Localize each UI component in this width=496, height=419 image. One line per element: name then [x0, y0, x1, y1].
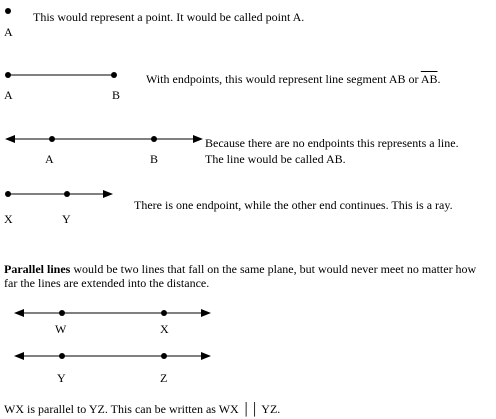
point-a-dot [5, 8, 11, 14]
ray-endpoint-x [5, 191, 11, 197]
segment-description: With endpoints, this would represent lin… [146, 72, 441, 86]
line-description-1: Because there are no endpoints this repr… [205, 136, 459, 150]
parallel-label-y: Y [57, 371, 66, 385]
ray-label-x: X [4, 212, 13, 226]
line-point-a [49, 136, 55, 142]
parallel-label-z: Z [160, 371, 167, 385]
segment-endpoint-b [111, 72, 117, 78]
segment-endpoint-a [5, 72, 11, 78]
parallel-definition: would be two lines that fall on the same… [4, 262, 477, 290]
parallel-notation-footer: WX is parallel to YZ. This can be writte… [4, 402, 281, 416]
segment-label-a: A [4, 88, 13, 102]
ray-label-y: Y [62, 212, 71, 226]
line-description-end: . [342, 152, 346, 166]
segment-notation: AB [420, 72, 438, 86]
ray-description: There is one endpoint, while the other e… [134, 198, 453, 212]
point-description: This would represent a point. It would b… [33, 10, 305, 24]
parallel-description: Parallel lines would be two lines that f… [4, 262, 488, 290]
point-a-label: A [4, 25, 13, 39]
parallel-point-z [161, 353, 167, 359]
parallel-point-x [161, 310, 167, 316]
line-description-text: The line would be called [205, 152, 326, 166]
line-label-b: B [150, 152, 158, 166]
parallel-term: Parallel lines [4, 262, 71, 276]
line-point-b [151, 136, 157, 142]
line-notation: AB [325, 152, 343, 166]
parallel-point-w [59, 310, 65, 316]
segment-label-b: B [112, 88, 120, 102]
parallel-point-y [59, 353, 65, 359]
ray-point-y [64, 191, 70, 197]
line-label-a: A [45, 152, 54, 166]
segment-description-end: . [437, 72, 441, 86]
parallel-label-x: X [160, 322, 169, 336]
segment-description-text: With endpoints, this would represent lin… [146, 72, 421, 86]
parallel-label-w: W [55, 322, 67, 336]
line-description-2: The line would be called AB. [205, 152, 346, 166]
